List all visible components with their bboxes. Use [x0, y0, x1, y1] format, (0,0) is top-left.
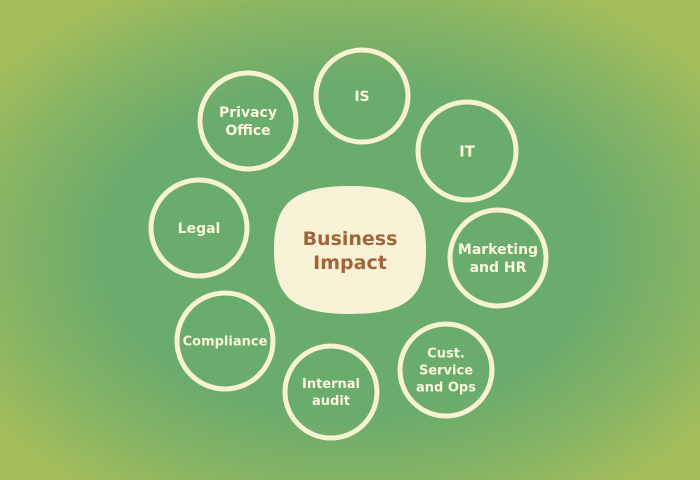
node-label: Internal audit	[302, 377, 360, 409]
node-label: Cust. Service and Ops	[416, 347, 476, 396]
node-ring	[148, 177, 250, 279]
node-label-line: Legal	[178, 221, 221, 237]
node-label: IS	[354, 89, 369, 105]
node-label-line: Marketing	[458, 242, 538, 258]
node-label-line: audit	[312, 394, 350, 409]
node-legal: Legal	[148, 177, 250, 279]
node-ring	[174, 290, 276, 392]
node-ring	[282, 343, 380, 441]
node-label-line: Cust.	[427, 347, 465, 362]
node-ring	[397, 321, 495, 419]
node-label-line: and Ops	[416, 381, 476, 396]
node-label-line: Compliance	[183, 335, 268, 350]
node-marketing-hr: Marketing and HR	[447, 207, 549, 309]
node-is: IS	[313, 47, 411, 145]
node-label-line: IS	[354, 89, 369, 105]
node-label-line: and HR	[470, 260, 527, 276]
node-label-line: Office	[225, 123, 270, 139]
node-cust-service-ops: Cust. Service and Ops	[397, 321, 495, 419]
node-label-line: Privacy	[219, 105, 277, 121]
node-compliance: Compliance	[174, 290, 276, 392]
center-label-line: Business	[303, 228, 398, 250]
node-ring	[415, 99, 519, 203]
node-internal-audit: Internal audit	[282, 343, 380, 441]
node-label: Marketing and HR	[458, 242, 538, 276]
node-label-line: Internal	[302, 377, 360, 392]
node-ring	[313, 47, 411, 145]
node-label-line: IT	[459, 142, 476, 160]
node-it: IT	[415, 99, 519, 203]
node-label: Legal	[178, 221, 221, 237]
node-ring	[447, 207, 549, 309]
center-blob	[274, 186, 426, 314]
nodes-layer: IS IT Marketing and HR Cust. Service and Ops In…	[148, 47, 549, 441]
node-label: Compliance	[183, 335, 268, 350]
center-label-line: Impact	[313, 252, 387, 274]
node-ring	[197, 70, 299, 172]
node-label-line: Service	[419, 364, 473, 379]
node-label: IT	[459, 142, 476, 160]
